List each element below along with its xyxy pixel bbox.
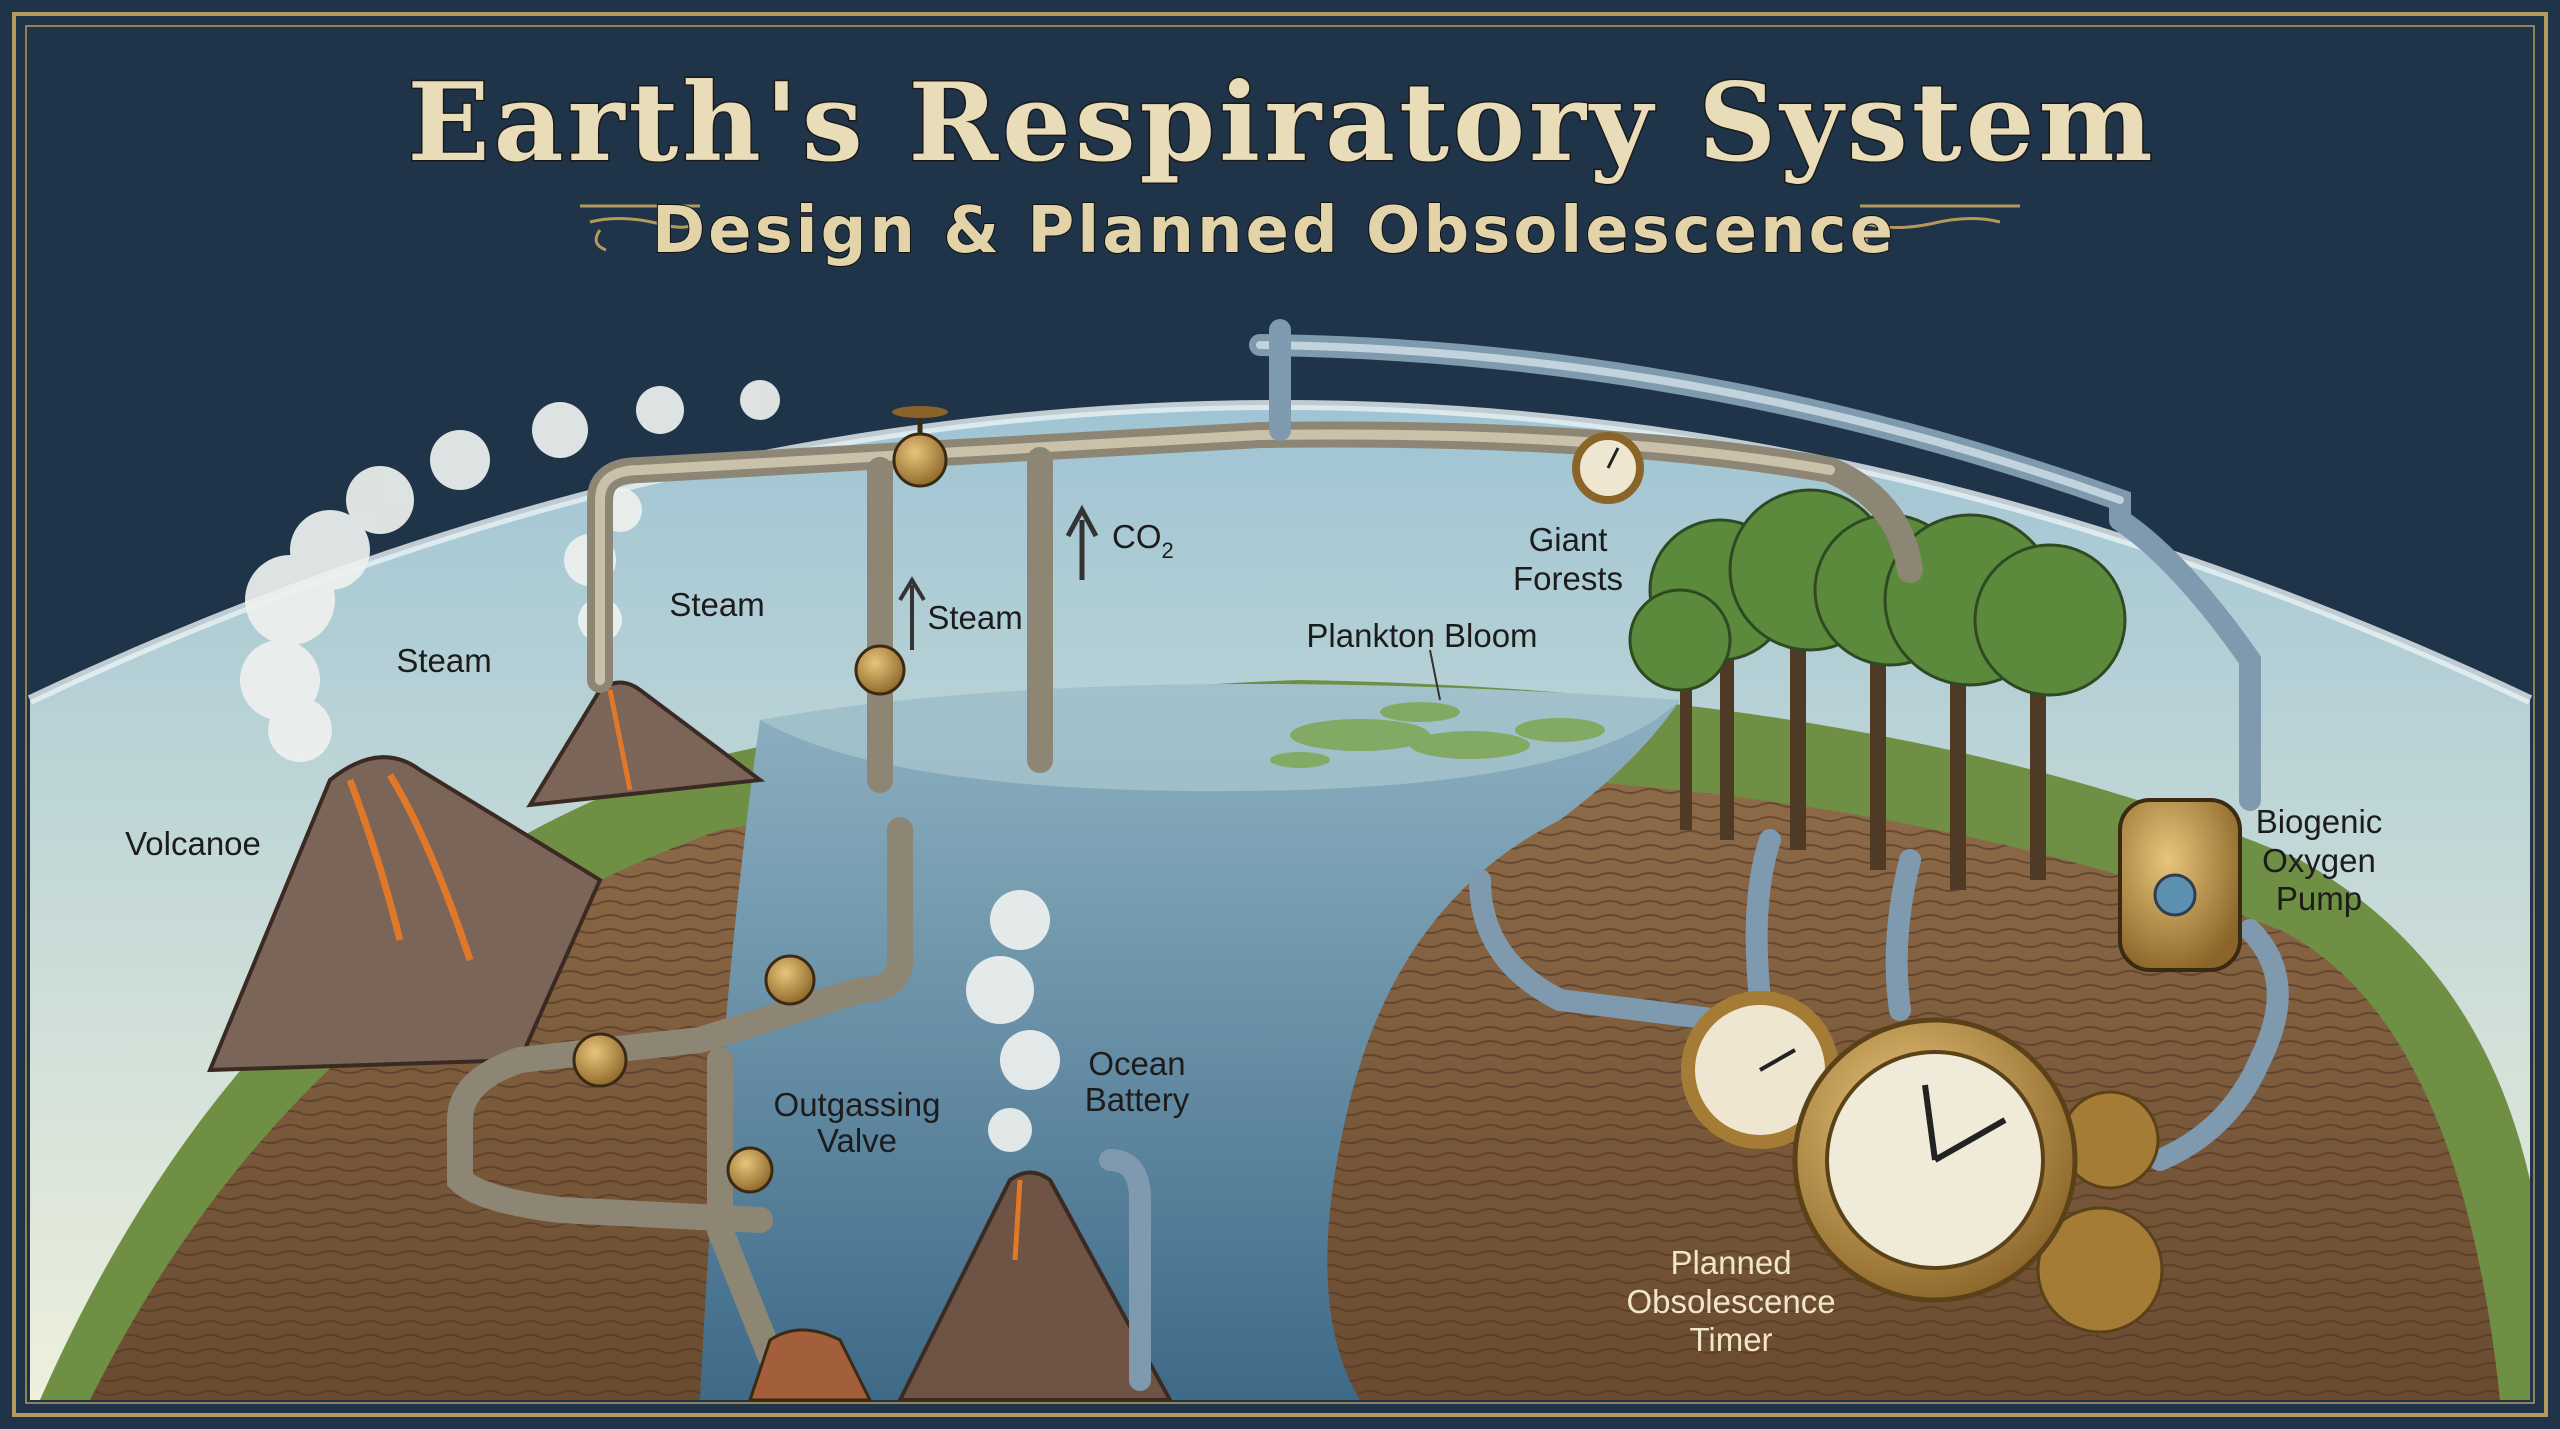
label-giant-forests-1: Giant: [1529, 521, 1608, 558]
label-pump-2: Oxygen: [2262, 842, 2376, 879]
label-steam-2: Steam: [669, 586, 764, 623]
label-giant-forests-2: Forests: [1513, 560, 1623, 597]
label-pump-3: Pump: [2276, 880, 2362, 917]
label-volcano: Volcanoe: [125, 825, 261, 862]
frame-border: [12, 12, 2548, 1417]
ocean-basin: [700, 684, 1680, 1400]
main-volcano: [206, 755, 603, 1073]
subtitle-ornament-right: [1859, 204, 2020, 254]
pipe-network: [447, 319, 2289, 1393]
plankton-leader-line: [1429, 649, 1441, 701]
subtitle: Design & Planned Obsolescence: [652, 194, 1896, 268]
giant-forest: [1628, 488, 2127, 890]
label-battery-2: Battery: [1085, 1081, 1190, 1118]
pipe-gauge: [1572, 432, 1644, 504]
label-co2: CO2: [1112, 518, 1174, 563]
title: Earth's Respiratory System: [407, 60, 2156, 186]
label-timer-1: Planned: [1670, 1244, 1791, 1281]
label-valve-1: Outgassing: [774, 1086, 941, 1123]
label-pump-1: Biogenic: [2256, 803, 2383, 840]
subtitle-ornament-left: [580, 204, 702, 252]
frame-border-inner: [25, 25, 2535, 1404]
label-valve-2: Valve: [817, 1122, 897, 1159]
valve-base: [747, 1328, 873, 1402]
label-battery-1: Ocean: [1088, 1045, 1185, 1082]
label-plankton-bloom: Plankton Bloom: [1306, 617, 1537, 654]
undersea-volcano: [896, 1170, 1174, 1402]
biogenic-oxygen-pump: [2118, 798, 2242, 972]
label-steam-3: Steam: [927, 599, 1022, 636]
label-timer-2: Obsolescence: [1626, 1283, 1835, 1320]
co2-arrow-icon: [1065, 504, 1099, 580]
valve-mid: [854, 644, 906, 696]
plankton-bloom: [1270, 702, 1605, 768]
steam-clouds: [240, 380, 1060, 1152]
label-steam-1: Steam: [396, 642, 491, 679]
outgassing-valve: [572, 954, 816, 1194]
steam-arrow-icon: [898, 576, 926, 650]
planned-obsolescence-timer: [1681, 991, 2164, 1334]
valve-top: [892, 406, 948, 488]
label-timer-3: Timer: [1689, 1321, 1772, 1358]
